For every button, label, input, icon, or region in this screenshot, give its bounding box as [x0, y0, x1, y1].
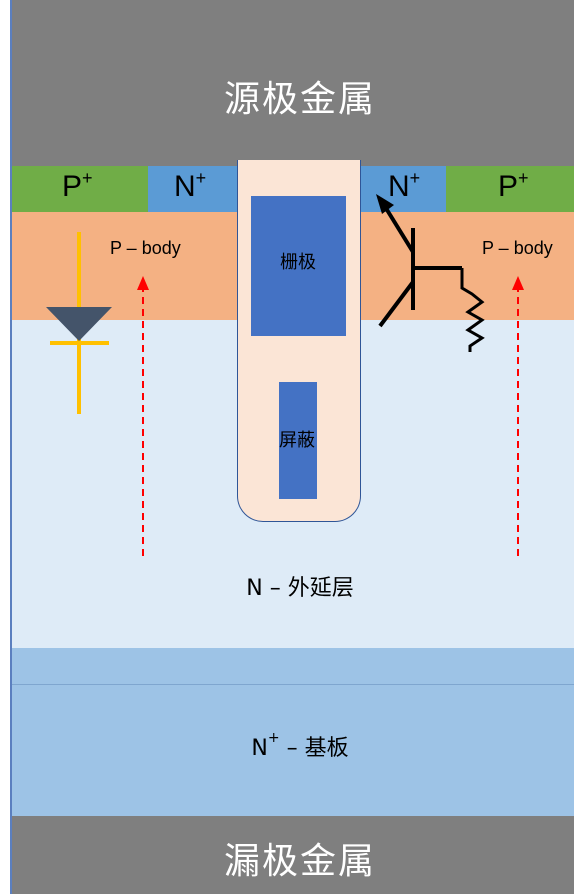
gate-label: 栅极	[280, 252, 316, 273]
p-plus-left	[12, 166, 148, 212]
source-metal	[12, 0, 574, 166]
p-plus-base: P	[62, 170, 83, 203]
n-substrate-label: N+ – 基板	[251, 730, 348, 762]
n-plus-left-label: N+	[174, 168, 207, 204]
n-plus-right-label: N+	[388, 168, 421, 204]
p-body-left-label: P – body	[110, 238, 181, 258]
shield-label: 屏蔽	[279, 430, 315, 451]
n-plus-left	[148, 166, 238, 212]
drain-metal-label: 漏极金属	[223, 841, 377, 882]
substrate-divider	[12, 684, 574, 685]
gate-electrode	[251, 196, 346, 336]
n-plus-base: N	[174, 170, 196, 203]
body-diode-icon	[46, 232, 112, 414]
p-body-right-label: P – body	[482, 238, 553, 258]
p-plus-left-label: P+	[62, 168, 93, 204]
n-substrate-base: N	[251, 736, 268, 761]
source-metal-label: 源极金属	[223, 79, 377, 120]
n-plus-sup: +	[195, 168, 207, 188]
transistor-arrow-icon	[376, 194, 394, 214]
p-plus-right	[446, 166, 574, 212]
current-arrow-right	[512, 276, 524, 556]
drain-metal	[12, 816, 574, 894]
p-plus-sup: +	[82, 168, 93, 188]
n-plus-sup: +	[409, 168, 421, 188]
p-plus-base: P	[498, 170, 519, 203]
p-plus-sup: +	[518, 168, 529, 188]
shield-electrode	[279, 382, 317, 499]
p-plus-right-label: P+	[498, 168, 529, 204]
n-substrate-rest: – 基板	[279, 736, 349, 761]
n-substrate-sup: +	[267, 730, 280, 746]
p-body-left	[12, 212, 238, 320]
n-plus-base: N	[388, 170, 410, 203]
current-arrow-left	[137, 276, 149, 556]
n-epi-label: N – 外延层	[246, 576, 354, 601]
n-substrate	[12, 648, 574, 816]
n-plus-right	[360, 166, 446, 212]
parasitic-transistor-icon	[378, 203, 462, 328]
resistor-icon	[460, 268, 485, 352]
